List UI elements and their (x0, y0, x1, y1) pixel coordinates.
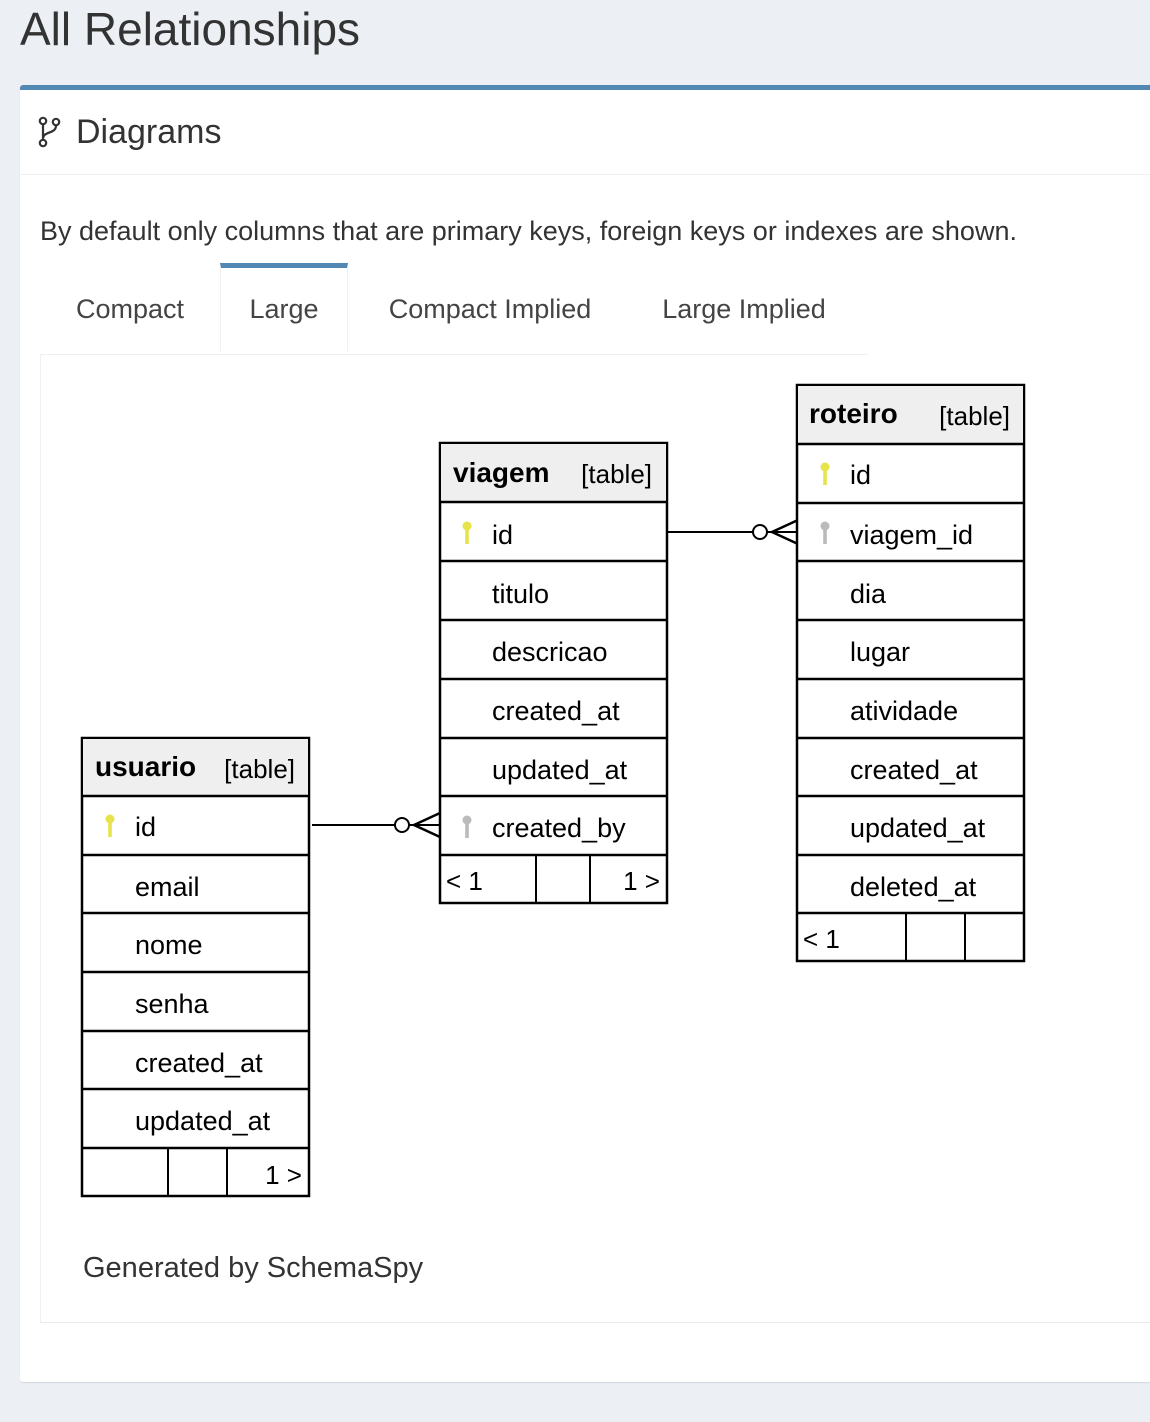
table-kind: [table] (224, 754, 295, 784)
table-name: roteiro (809, 398, 898, 429)
column-name: updated_at (850, 813, 986, 843)
column-name: created_at (135, 1048, 263, 1078)
table-name: usuario (95, 751, 196, 782)
relationship-roteiro-viagem (668, 518, 799, 546)
child-count: 1 > (623, 866, 660, 896)
relationship-viagem-usuario (312, 811, 441, 839)
column-name: updated_at (492, 755, 628, 785)
table-kind: [table] (581, 459, 652, 489)
column-name: id (135, 812, 156, 842)
table-kind: [table] (939, 401, 1010, 431)
column-name: senha (135, 989, 210, 1019)
table-name: viagem (453, 457, 550, 488)
diagram-tabs: Compact Large Compact Implied Large Impl… (40, 263, 868, 355)
column-name: atividade (850, 696, 958, 726)
page-title: All Relationships (20, 3, 361, 55)
tab-large[interactable]: Large (220, 263, 348, 351)
tab-compact-implied[interactable]: Compact Implied (388, 293, 592, 324)
column-name: created_at (850, 755, 978, 785)
panel-header: Diagrams (20, 90, 1150, 175)
column-name: lugar (850, 637, 910, 667)
parent-count: < 1 (446, 866, 483, 896)
generated-by-note: Generated by SchemaSpy (83, 1252, 424, 1284)
column-name: nome (135, 930, 203, 960)
column-name: descricao (492, 637, 608, 667)
column-name: created_at (492, 696, 620, 726)
column-name: viagem_id (850, 520, 973, 550)
column-name: created_by (492, 813, 626, 843)
table-viagem[interactable]: viagem [table] id titulo descricao creat… (438, 441, 669, 905)
column-name: id (492, 520, 513, 550)
column-name: dia (850, 579, 887, 609)
tab-large-implied[interactable]: Large Implied (662, 293, 826, 324)
diagram-description: By default only columns that are primary… (40, 216, 1017, 246)
parent-count: < 1 (803, 924, 840, 954)
table-usuario[interactable]: usuario [table] id email nome senha crea… (80, 736, 311, 1198)
tab-compact[interactable]: Compact (75, 293, 185, 324)
panel-title: Diagrams (76, 112, 222, 151)
diagram-pane (40, 354, 1150, 1323)
column-name: deleted_at (850, 872, 977, 902)
branch-icon (38, 116, 61, 148)
column-name: updated_at (135, 1106, 271, 1136)
table-roteiro[interactable]: roteiro [table] id viagem_id dia lugar a… (795, 383, 1026, 963)
column-name: id (850, 460, 871, 490)
child-count: 1 > (265, 1160, 302, 1190)
column-name: email (135, 872, 200, 902)
column-name: titulo (492, 579, 549, 609)
